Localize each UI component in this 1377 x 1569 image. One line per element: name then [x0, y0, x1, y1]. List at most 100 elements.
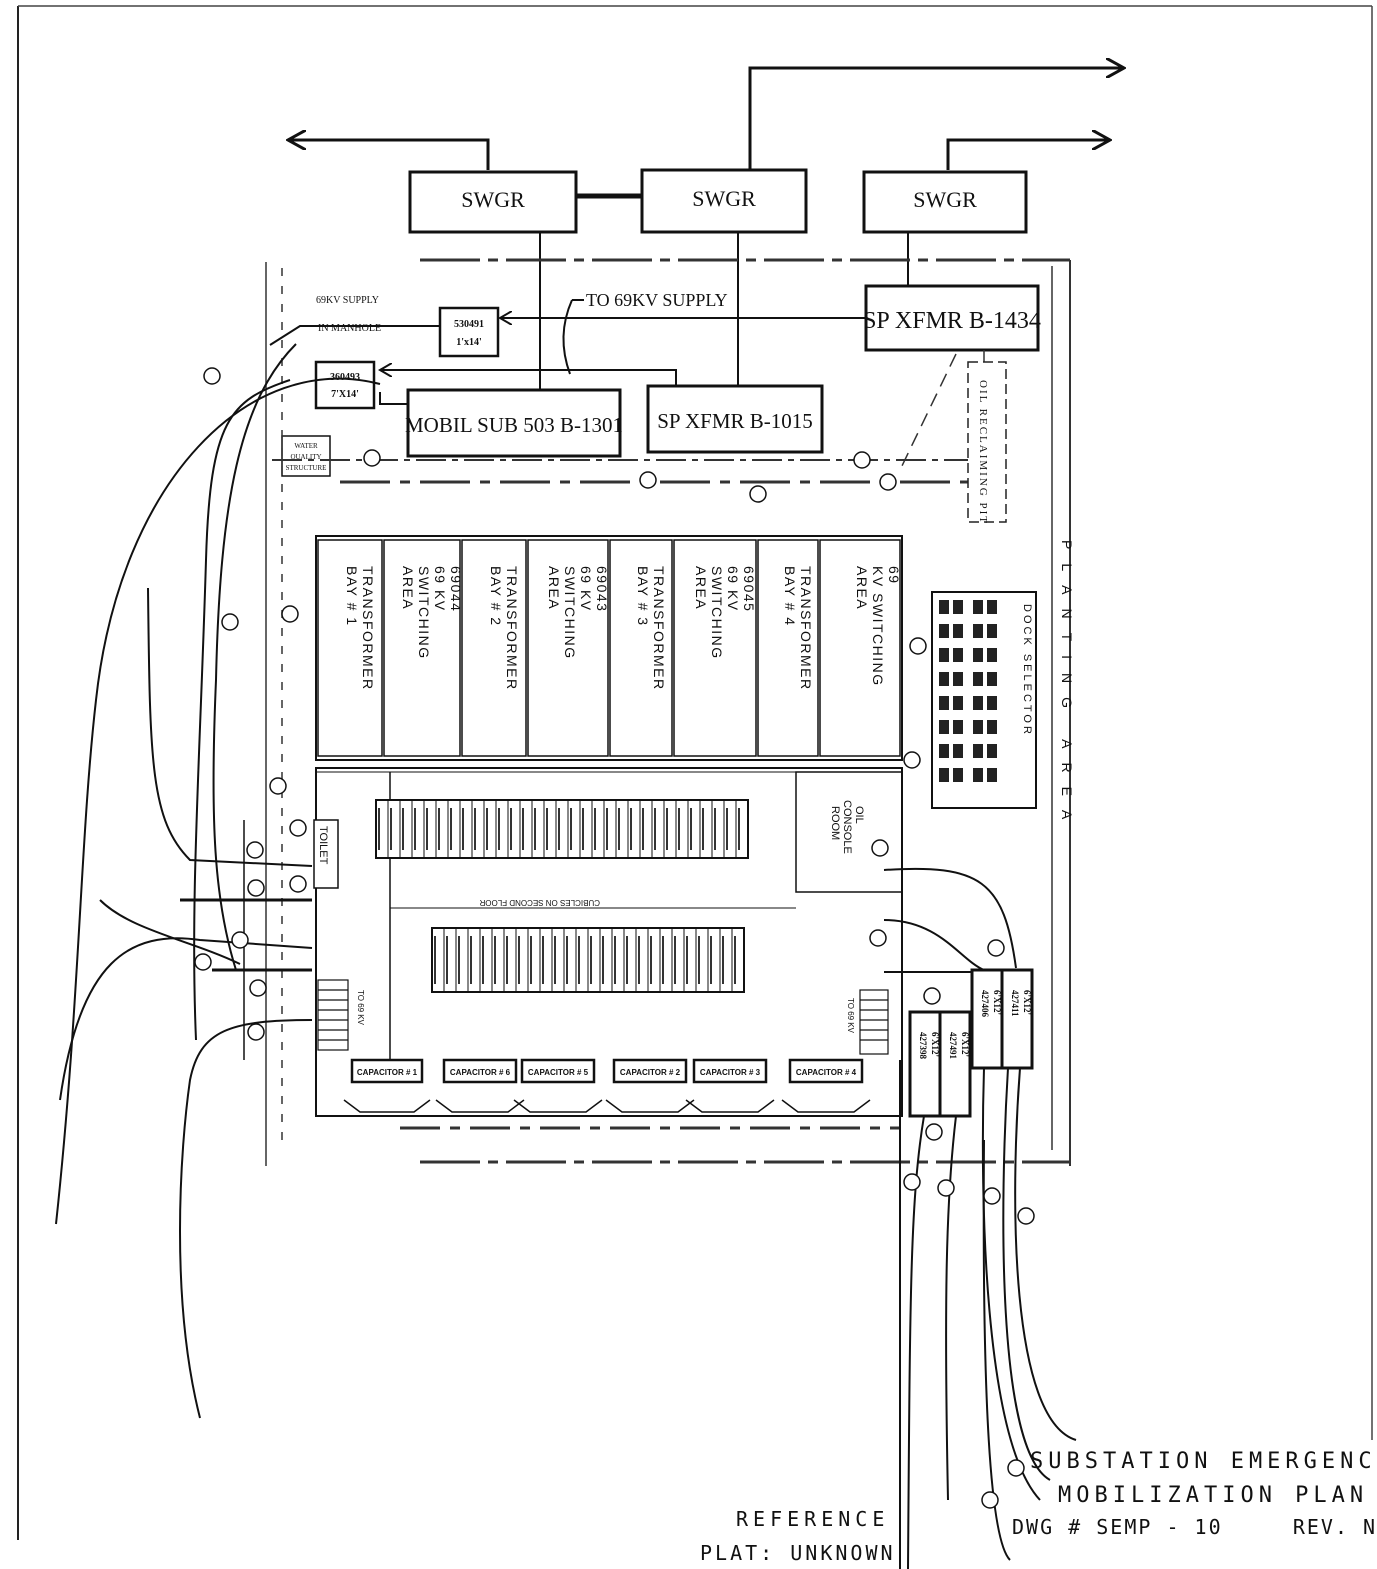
cubicle-panel	[591, 799, 605, 859]
callout-circle	[869, 929, 887, 947]
cubicle-panel	[599, 927, 613, 993]
dock-selector-unit	[953, 600, 963, 614]
bay-label-line: 69	[886, 566, 902, 585]
swgr-1-label: SWGR	[461, 187, 525, 212]
dock-selector-unit	[953, 720, 963, 734]
cubicle-panel	[495, 799, 509, 859]
title-line-3: DWG # SEMP - 10 REV. NEW	[1012, 1515, 1377, 1539]
stair-label-left: TO 69 KV	[356, 990, 365, 1026]
capacitor-1: CAPACITOR # 1	[343, 1058, 431, 1113]
bay-label-line: AREA	[854, 566, 870, 610]
bay-label-line: SWITCHING	[416, 566, 432, 660]
mobil-sub-503: MOBIL SUB 503 B-1301	[405, 388, 623, 458]
dock-selector-unit	[939, 600, 949, 614]
callout-circle	[247, 1023, 265, 1041]
bay-rects	[317, 539, 901, 757]
dock-selector-unit	[987, 768, 997, 782]
manhole-530491: 530491 1'x14'	[438, 306, 500, 358]
cubicle-panel	[567, 799, 581, 859]
cubicle-panel	[671, 927, 685, 993]
capacitor-foundation	[781, 1099, 871, 1113]
cubicle-panel	[527, 927, 541, 993]
title-line-1: SUBSTATION EMERGENCY	[1030, 1449, 1377, 1474]
cubicle-panel	[455, 927, 469, 993]
capacitor-foundation	[685, 1099, 775, 1113]
cubicles-lower	[431, 927, 745, 993]
water-quality-label-2: QUALITY	[290, 453, 321, 461]
reference-line-1: REFERENCE	[736, 1507, 889, 1531]
callout-circle	[221, 613, 239, 631]
bay-label-line: AREA	[693, 566, 709, 610]
cubicle-panel	[579, 799, 593, 859]
capacitor-4: CAPACITOR # 2	[605, 1058, 695, 1113]
dock-selector-unit	[973, 672, 983, 686]
dock-selector-unit	[953, 768, 963, 782]
cubicle-panel	[447, 799, 461, 859]
dock-selector-unit	[939, 624, 949, 638]
callout-circle	[203, 367, 221, 385]
manhole-427406-size: 6'X12'	[992, 990, 1002, 1015]
capacitor-box	[442, 1058, 518, 1084]
bay-label-line: 69 KV	[725, 566, 741, 612]
oil-console-label-3: ROOM	[829, 806, 841, 840]
bay-label-line: 69 KV	[578, 566, 594, 612]
swgr-3-label: SWGR	[913, 187, 977, 212]
dock-selector: DOCK SELECTOR	[931, 591, 1037, 809]
dock-selector-unit	[987, 672, 997, 686]
cubicle-panel	[603, 799, 617, 859]
cubicle-panel	[543, 799, 557, 859]
water-quality-label-3: STRUCTURE	[286, 464, 327, 472]
bay-label-line: AREA	[400, 566, 416, 610]
manhole-427491-size: 6'X12'	[960, 1032, 970, 1057]
toilet-label: TOILET	[317, 826, 329, 865]
water-quality-label-1: WATER	[294, 442, 318, 450]
stair-label-right: TO 69 KV	[846, 998, 855, 1034]
manhole-427411-id: 427411	[1010, 990, 1020, 1017]
manhole-530491-size: 1'x14'	[456, 337, 482, 348]
cubicle-panel	[651, 799, 665, 859]
callout-circle	[903, 1173, 921, 1191]
dock-selector-label: DOCK SELECTOR	[1021, 604, 1033, 737]
cubicle-panel	[663, 799, 677, 859]
site-boundary	[265, 258, 1071, 1166]
oil-reclaiming-label: OIL RECLAIMING PIT	[977, 380, 989, 525]
cubicle-panel	[687, 799, 701, 859]
bay-label-line: AREA	[546, 566, 562, 610]
swgr-1: SWGR	[408, 170, 578, 234]
cubicle-panel	[375, 799, 389, 859]
cubicle-panel	[587, 927, 601, 993]
cubicle-panel	[575, 927, 589, 993]
bay-label-line: 69045	[741, 566, 757, 612]
callout-circle	[246, 841, 264, 859]
cubicle-panel	[711, 799, 725, 859]
cubicle-panel	[735, 799, 749, 859]
capacitor-label: CAPACITOR # 4	[796, 1068, 857, 1077]
callout-circle	[925, 1123, 943, 1141]
manhole-360493-id: 360493	[330, 372, 360, 383]
cubicle-panel	[563, 927, 577, 993]
capacitor-6: CAPACITOR # 4	[781, 1058, 871, 1113]
cubicle-panel	[423, 799, 437, 859]
oil-console-label-1: OIL	[853, 806, 865, 824]
cubicle-panel	[431, 927, 445, 993]
cubicle-panel	[483, 799, 497, 859]
callout-circle	[987, 939, 1005, 957]
bay-label-line: 69043	[594, 566, 610, 612]
dock-selector-unit	[953, 624, 963, 638]
toilet-room: TOILET	[313, 819, 339, 889]
bay-label-line: TRANSFORMER	[798, 566, 814, 691]
bay-label-line: SWITCHING	[709, 566, 725, 660]
bay-label-line: BAY # 3	[635, 566, 651, 627]
oil-console-label-2: CONSOLE	[841, 800, 853, 854]
dock-selector-unit	[953, 696, 963, 710]
bay-box-2	[383, 539, 461, 757]
cubicle-panel	[731, 927, 745, 993]
bay-label-line: BAY # 4	[782, 566, 798, 627]
capacitor-label: CAPACITOR # 2	[620, 1068, 681, 1077]
cubicle-panel	[699, 799, 713, 859]
capacitor-box	[350, 1058, 424, 1084]
